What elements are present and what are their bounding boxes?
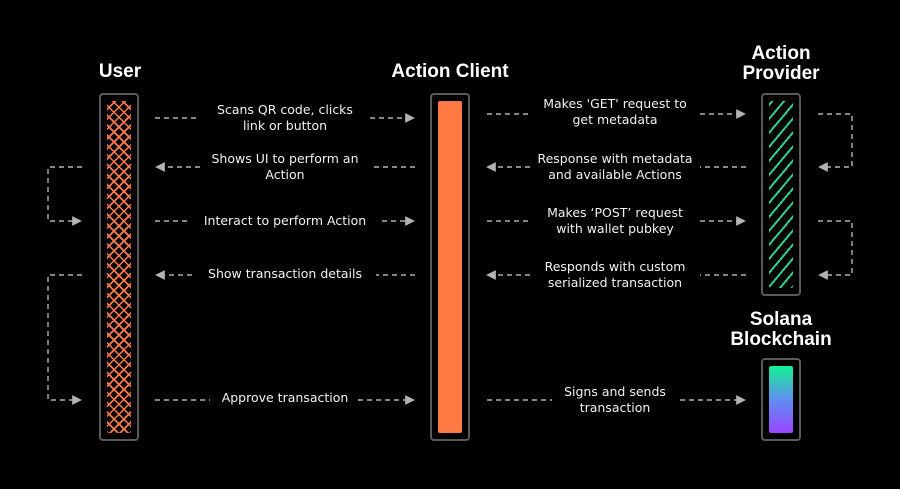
provider-lifeline-pattern xyxy=(769,101,793,288)
loop-provider-2 xyxy=(818,220,853,280)
user-heading: User xyxy=(98,61,142,82)
blockchain-lifeline-fill xyxy=(769,366,793,433)
message-show-tx-details: Show transaction details xyxy=(208,266,362,281)
provider-heading: Action Provider xyxy=(742,43,820,84)
message-approve-tx: Approve transaction xyxy=(221,390,349,405)
loop-user-2 xyxy=(47,274,82,405)
blockchain-heading: Solana Blockchain xyxy=(730,309,832,350)
provider-lifeline xyxy=(761,93,801,296)
message-sign-send: Signs and sends transaction xyxy=(564,384,666,415)
message-interact: Interact to perform Action xyxy=(203,213,367,228)
message-metadata-response: Response with metadata and available Act… xyxy=(537,151,693,182)
user-lifeline-pattern xyxy=(107,101,131,433)
blockchain-lifeline xyxy=(761,358,801,441)
client-lifeline-fill xyxy=(438,101,462,433)
loop-user-1 xyxy=(47,166,82,226)
message-get-request: Makes 'GET' request to get metadata xyxy=(543,96,687,127)
message-custom-tx-response: Responds with custom serialized transact… xyxy=(544,259,686,290)
message-scan-qr: Scans QR code, clicks link or button xyxy=(217,102,353,133)
client-lifeline xyxy=(430,93,470,441)
user-lifeline xyxy=(99,93,139,441)
client-heading: Action Client xyxy=(391,61,509,82)
message-post-request: Makes ‘POST’ request with wallet pubkey xyxy=(547,205,683,236)
message-show-ui: Shows UI to perform an Action xyxy=(211,151,359,182)
loop-provider-1 xyxy=(818,113,853,172)
